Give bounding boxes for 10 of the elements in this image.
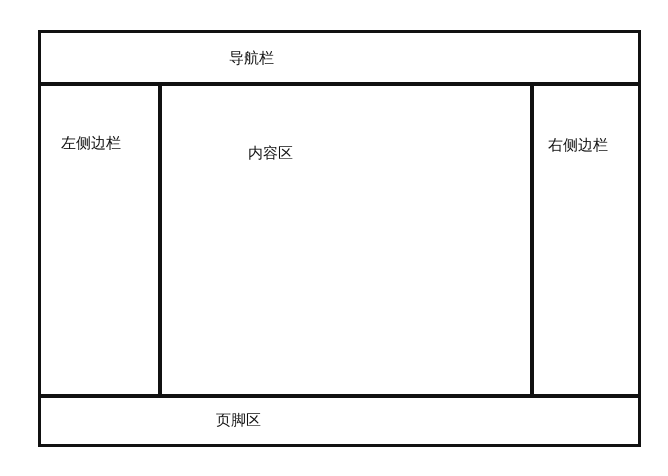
region-label: 内容区: [248, 144, 293, 163]
navigation-bar: [38, 30, 641, 85]
footer-area: [38, 395, 641, 447]
content-area: [159, 83, 533, 397]
region-label: 页脚区: [216, 411, 261, 430]
region-label: 左侧边栏: [61, 134, 121, 153]
region-label: 导航栏: [229, 49, 274, 68]
right-sidebar: [531, 83, 641, 397]
left-sidebar: [38, 83, 161, 397]
region-label: 右侧边栏: [548, 136, 608, 155]
